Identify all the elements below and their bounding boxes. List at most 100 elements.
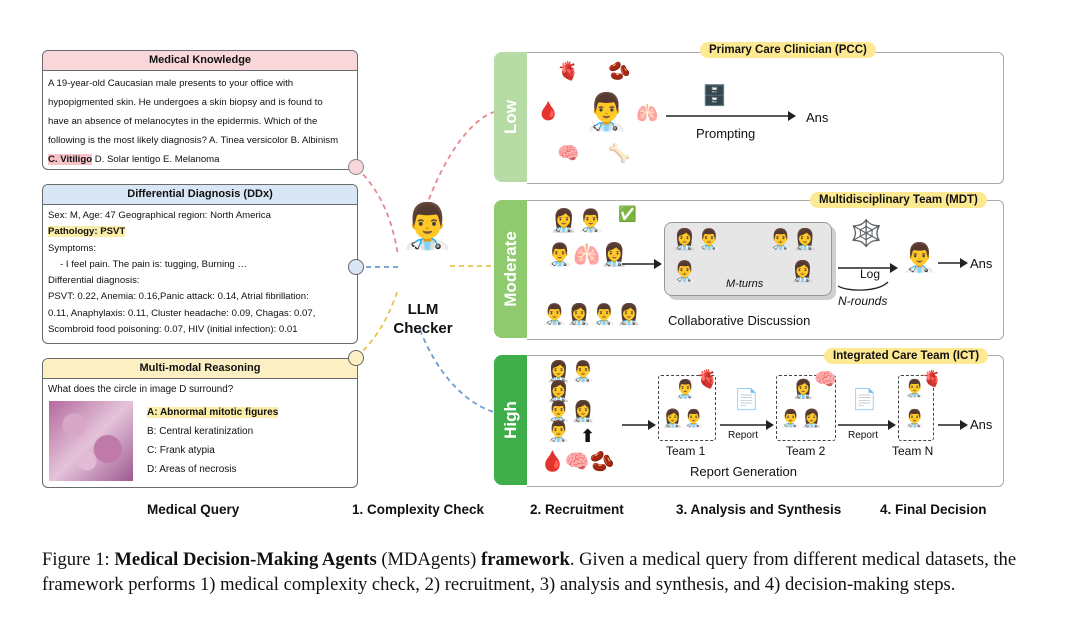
low-answer: Ans	[806, 110, 829, 125]
log-arrow	[838, 263, 898, 291]
prompting-label: Prompting	[696, 126, 756, 141]
team-icon: 👩‍⚕️	[792, 379, 815, 399]
team2-box	[776, 375, 836, 441]
high-label: High	[501, 401, 520, 439]
multimodal-option-b: B: Central keratinization	[147, 426, 254, 437]
ddx-line: Sex: M, Age: 47 Geographical region: Nor…	[48, 210, 271, 221]
ddx-line: 0.11, Anaphylaxis: 0.11, Cluster headach…	[48, 307, 316, 319]
document-icon: 📄	[852, 389, 877, 411]
llm-checker-label: LLM Checker	[388, 300, 458, 338]
ddx-node	[348, 259, 364, 275]
ddx-card: Differential Diagnosis (DDx) Sex: M, Age…	[42, 184, 358, 344]
step-recruitment: 2. Recruitment	[530, 502, 624, 517]
high-arrow	[622, 420, 656, 430]
blood-icon: 🩸	[537, 101, 560, 121]
report-gen-label: Report Generation	[690, 464, 797, 479]
step-final-decision: 4. Final Decision	[880, 502, 987, 517]
database-icon: 🗄️	[702, 85, 727, 107]
team-icon: 👨‍⚕️🫁👩‍⚕️	[546, 242, 629, 267]
knowledge-answer: C. Vitiligo	[48, 154, 93, 165]
lungs-icon: 🫁	[636, 103, 659, 123]
multimodal-node	[348, 350, 364, 366]
team1-box	[658, 375, 716, 441]
team-icon: 👩‍⚕️👨‍⚕️	[672, 229, 722, 251]
moderate-label: Moderate	[501, 231, 520, 307]
organs-icon: 🩸🧠🫘	[540, 451, 615, 473]
report-label-2: Report	[848, 430, 879, 441]
low-connector	[419, 111, 495, 226]
team-icon: 👨‍⚕️	[674, 379, 697, 399]
caption-bold2: framework	[481, 549, 570, 570]
moderate-answer: Ans	[970, 256, 993, 271]
ddx-line: Scombroid food poisoning: 0.07, HIV (ini…	[48, 324, 298, 336]
bone-icon: 🦴	[608, 143, 631, 163]
team-icon: 👨‍⚕️👩‍⚕️	[768, 229, 818, 251]
step-medical-query: Medical Query	[147, 502, 240, 517]
step-analysis-synthesis: 3. Analysis and Synthesis	[676, 502, 842, 517]
check-icon: ✅	[618, 206, 637, 223]
ict-badge: Integrated Care Team (ICT)	[824, 348, 989, 364]
network-icon: 🕸️	[850, 218, 883, 248]
multimodal-option-d: D: Areas of necrosis	[147, 464, 237, 475]
caption-bold: Medical Decision-Making Agents	[114, 549, 377, 570]
doctor-icon: 👨‍⚕️	[902, 242, 937, 273]
multimodal-question: What does the circle in image D surround…	[48, 384, 234, 395]
knowledge-line: A 19-year-old Caucasian male presents to…	[48, 78, 294, 89]
ddx-symptom: - I feel pain. The pain is: tugging, Bur…	[60, 258, 248, 270]
team-icon: 👨‍⚕️👩‍⚕️👨‍⚕️👩‍⚕️	[542, 304, 642, 326]
multimodal-option-c: C: Frank atypia	[147, 445, 215, 456]
team-icon: 👨‍⚕️👩‍⚕️	[780, 409, 823, 428]
brain-icon: 🧠	[557, 143, 580, 163]
low-arrow	[666, 111, 796, 121]
low-panel	[527, 52, 1004, 184]
team-icon: 👨‍⚕️	[904, 409, 926, 428]
medical-knowledge-card: Medical Knowledge A 19-year-old Caucasia…	[42, 50, 358, 170]
checker-line: LLM	[407, 301, 439, 318]
kidney-icon: 🫘	[608, 61, 631, 81]
multimodal-option-a: A: Abnormal mitotic figures	[147, 407, 279, 418]
knowledge-line: have an absence of melanocytes in the ep…	[48, 116, 318, 127]
ddx-line: Differential diagnosis:	[48, 275, 140, 287]
caption-mid: (MDAgents)	[376, 549, 482, 570]
heart-icon: 🫀	[557, 61, 580, 81]
high-connector	[419, 329, 495, 413]
heart-icon: 🫀	[696, 369, 719, 389]
checker-line: Checker	[393, 320, 453, 337]
low-label: Low	[501, 100, 520, 134]
figure-caption: Figure 1: Medical Decision-Making Agents…	[42, 547, 1042, 597]
collab-label: Collaborative Discussion	[668, 313, 811, 328]
doctor-icon: 👨‍⚕️	[400, 202, 455, 251]
mm-connector	[356, 289, 399, 358]
document-icon: 📄	[734, 389, 759, 411]
ddx-title: Differential Diagnosis (DDx)	[43, 185, 357, 205]
report-arrow-2	[838, 420, 896, 430]
low-level-bar: Low	[494, 52, 528, 182]
knowledge-line: following is the most likely diagnosis? …	[48, 135, 339, 146]
discussion-box	[664, 222, 832, 296]
team1-label: Team 1	[666, 444, 706, 458]
brain-icon: 🧠	[814, 369, 837, 389]
team2-label: Team 2	[786, 444, 826, 458]
teamn-label: Team N	[892, 444, 934, 458]
pcc-badge: Primary Care Clinician (PCC)	[700, 42, 876, 58]
multimodal-title: Multi-modal Reasoning	[43, 359, 357, 379]
mturns-label: M-turns	[726, 278, 764, 290]
histology-image	[49, 401, 133, 481]
log-label: Log	[860, 267, 881, 281]
report-arrow-1	[720, 420, 774, 430]
moderate-arrow	[622, 259, 662, 269]
knowledge-line: D. Solar lentigo E. Melanoma	[92, 154, 220, 165]
report-label-1: Report	[728, 430, 759, 441]
knowledge-connector	[356, 167, 399, 256]
crowd-icon: 👩‍⚕️👨‍⚕️👩‍⚕️👨‍⚕️👩‍⚕️👨‍⚕️	[546, 361, 596, 443]
high-level-bar: High	[494, 355, 528, 485]
high-final-arrow	[938, 420, 968, 430]
team-icon: 👩‍⚕️	[790, 261, 815, 283]
medical-knowledge-title: Medical Knowledge	[43, 51, 357, 71]
knowledge-node	[348, 159, 364, 175]
up-arrow-icon: ⬆	[580, 426, 596, 446]
teamn-box	[898, 375, 934, 441]
moderate-final-arrow	[938, 258, 968, 268]
team-icon: 👩‍⚕️👨‍⚕️	[662, 409, 705, 428]
